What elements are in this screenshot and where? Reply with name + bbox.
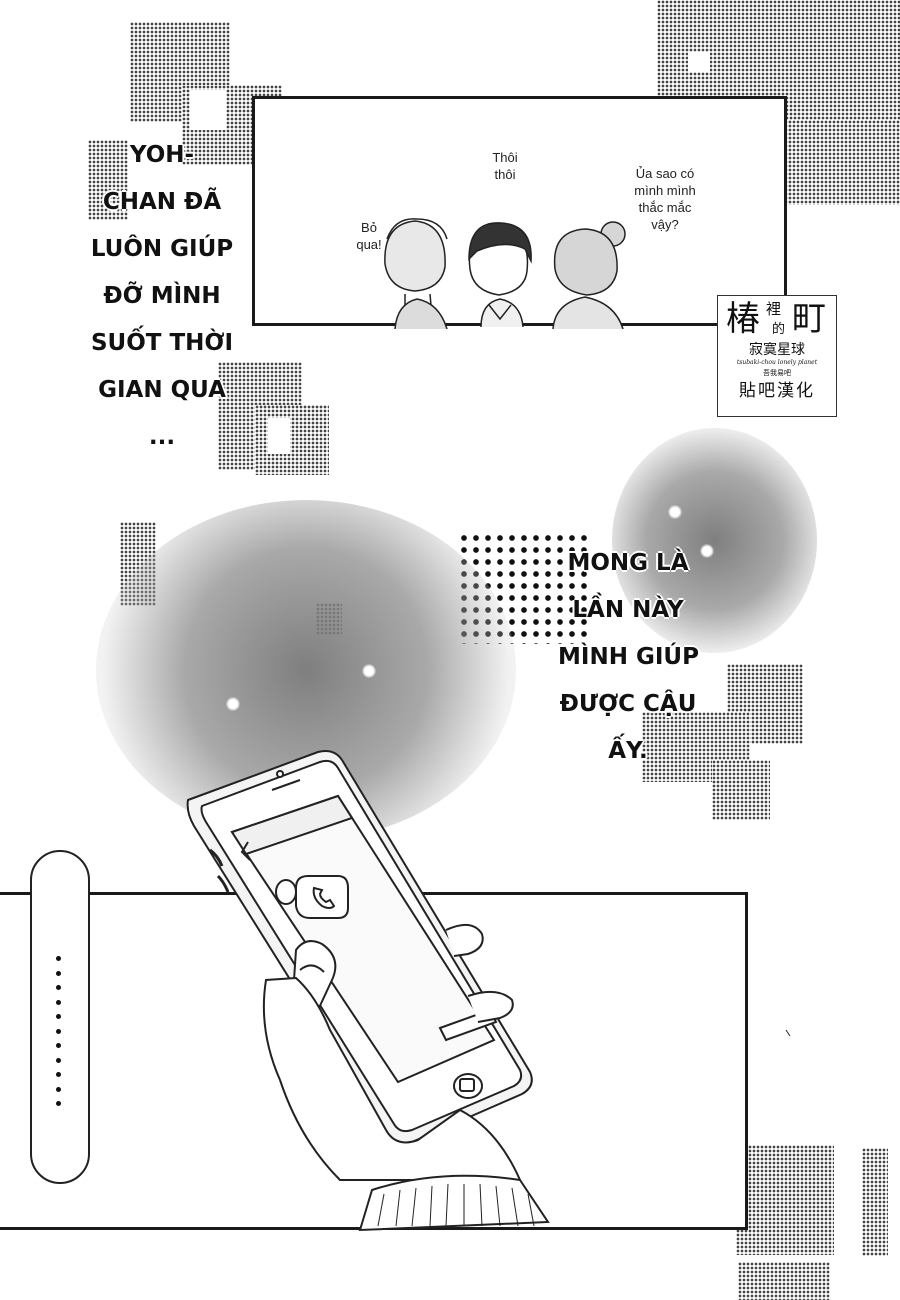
logo-small-line: 吾我易吧 xyxy=(763,369,791,377)
ellipsis-dot xyxy=(56,1101,61,1106)
screentone-square xyxy=(255,405,329,475)
phone-call-icon xyxy=(312,886,336,909)
ellipsis-dot xyxy=(56,1057,61,1063)
caption-line: YOH- xyxy=(129,142,195,168)
caption-line: SUỐT THỜI xyxy=(90,330,234,356)
screentone-hole xyxy=(688,52,710,72)
caption-line: ẤY. xyxy=(608,738,648,764)
logo-subtitle: 寂寞星球 xyxy=(749,342,805,358)
caption-line: CHAN ĐÃ xyxy=(102,189,222,215)
speech-line: thôi xyxy=(494,167,516,182)
caption-top-left: YOH- CHAN ĐÃ LUÔN GIÚP ĐỠ MÌNH SUỐT THỜI… xyxy=(82,132,242,461)
logo-title-char: 町 xyxy=(792,299,826,339)
ellipsis-dot xyxy=(56,1028,61,1034)
screentone-square xyxy=(738,1262,830,1300)
screentone-square xyxy=(88,140,128,220)
three-characters-illustration xyxy=(384,218,626,329)
logo-title: 椿 裡 的 町 xyxy=(718,296,836,342)
caption-line: MÌNH GIÚP xyxy=(558,644,699,670)
logo-group: 貼吧漢化 xyxy=(739,381,815,401)
speech-left: Bỏ qua! xyxy=(345,219,393,253)
speech-line: qua! xyxy=(356,237,382,252)
sparkle-highlight xyxy=(226,697,240,711)
caption-line: ĐƯỢC CẬU xyxy=(559,691,697,717)
caption-line: ĐỠ MÌNH xyxy=(103,283,221,309)
caption-line: GIAN QUA xyxy=(98,377,226,403)
speech-line: thắc mắc xyxy=(638,200,692,215)
caption-line: LUÔN GIÚP xyxy=(90,236,234,262)
top-panel: Thôi thôi Bỏ qua! Ủa sao có mình mình th… xyxy=(252,96,787,329)
gray-blur-blob xyxy=(612,428,817,653)
ellipsis-dot xyxy=(56,1086,61,1092)
speech-right: Ủa sao có mình mình thắc mắc vậy? xyxy=(615,165,715,233)
speech-line: mình mình xyxy=(634,183,696,198)
speech-line: vậy? xyxy=(651,217,679,232)
ellipsis-dot xyxy=(56,1043,61,1048)
logo-title-char: 的 xyxy=(772,322,786,337)
ellipsis-dot xyxy=(56,970,61,976)
logo-title-char: 椿 xyxy=(726,299,760,339)
caption-middle-right: MONG LÀ LẦN NÀY MÌNH GIÚP ĐƯỢC CẬU ẤY. xyxy=(558,540,699,775)
caption-line: MONG LÀ xyxy=(567,550,689,576)
screentone-square xyxy=(736,1145,834,1255)
logo-title-char: 裡 xyxy=(766,300,782,318)
speech-center: Thôi thôi xyxy=(475,149,535,183)
caption-line: LẦN NÀY xyxy=(572,597,684,623)
ellipsis-dots xyxy=(32,852,88,1182)
logo-romaji: tsubaki-chou lonely planet xyxy=(736,359,818,366)
screentone-square xyxy=(712,760,770,820)
ellipsis-dot xyxy=(56,999,61,1005)
screentone-hole xyxy=(190,90,226,130)
screentone-square xyxy=(130,22,230,122)
speech-line: Thôi xyxy=(492,150,518,165)
sparkle-highlight xyxy=(362,664,376,678)
ellipsis-dot xyxy=(56,956,61,961)
screentone-square xyxy=(780,120,900,205)
screentone-square xyxy=(862,1148,888,1256)
screentone-hole xyxy=(268,418,290,454)
scanlation-logo: 椿 裡 的 町 寂寞星球 tsubaki-chou lonely planet … xyxy=(717,295,837,417)
caption-line: ... xyxy=(148,424,176,450)
ellipsis-dot xyxy=(56,1014,61,1019)
ellipsis-speech-bubble xyxy=(30,850,90,1184)
ellipsis-dot xyxy=(56,985,61,990)
speech-line: Ủa sao có xyxy=(635,166,695,181)
sparkle-highlight xyxy=(668,505,682,519)
ellipsis-dot xyxy=(56,1072,61,1077)
speech-line: Bỏ xyxy=(361,220,377,235)
sparkle-highlight xyxy=(700,544,714,558)
